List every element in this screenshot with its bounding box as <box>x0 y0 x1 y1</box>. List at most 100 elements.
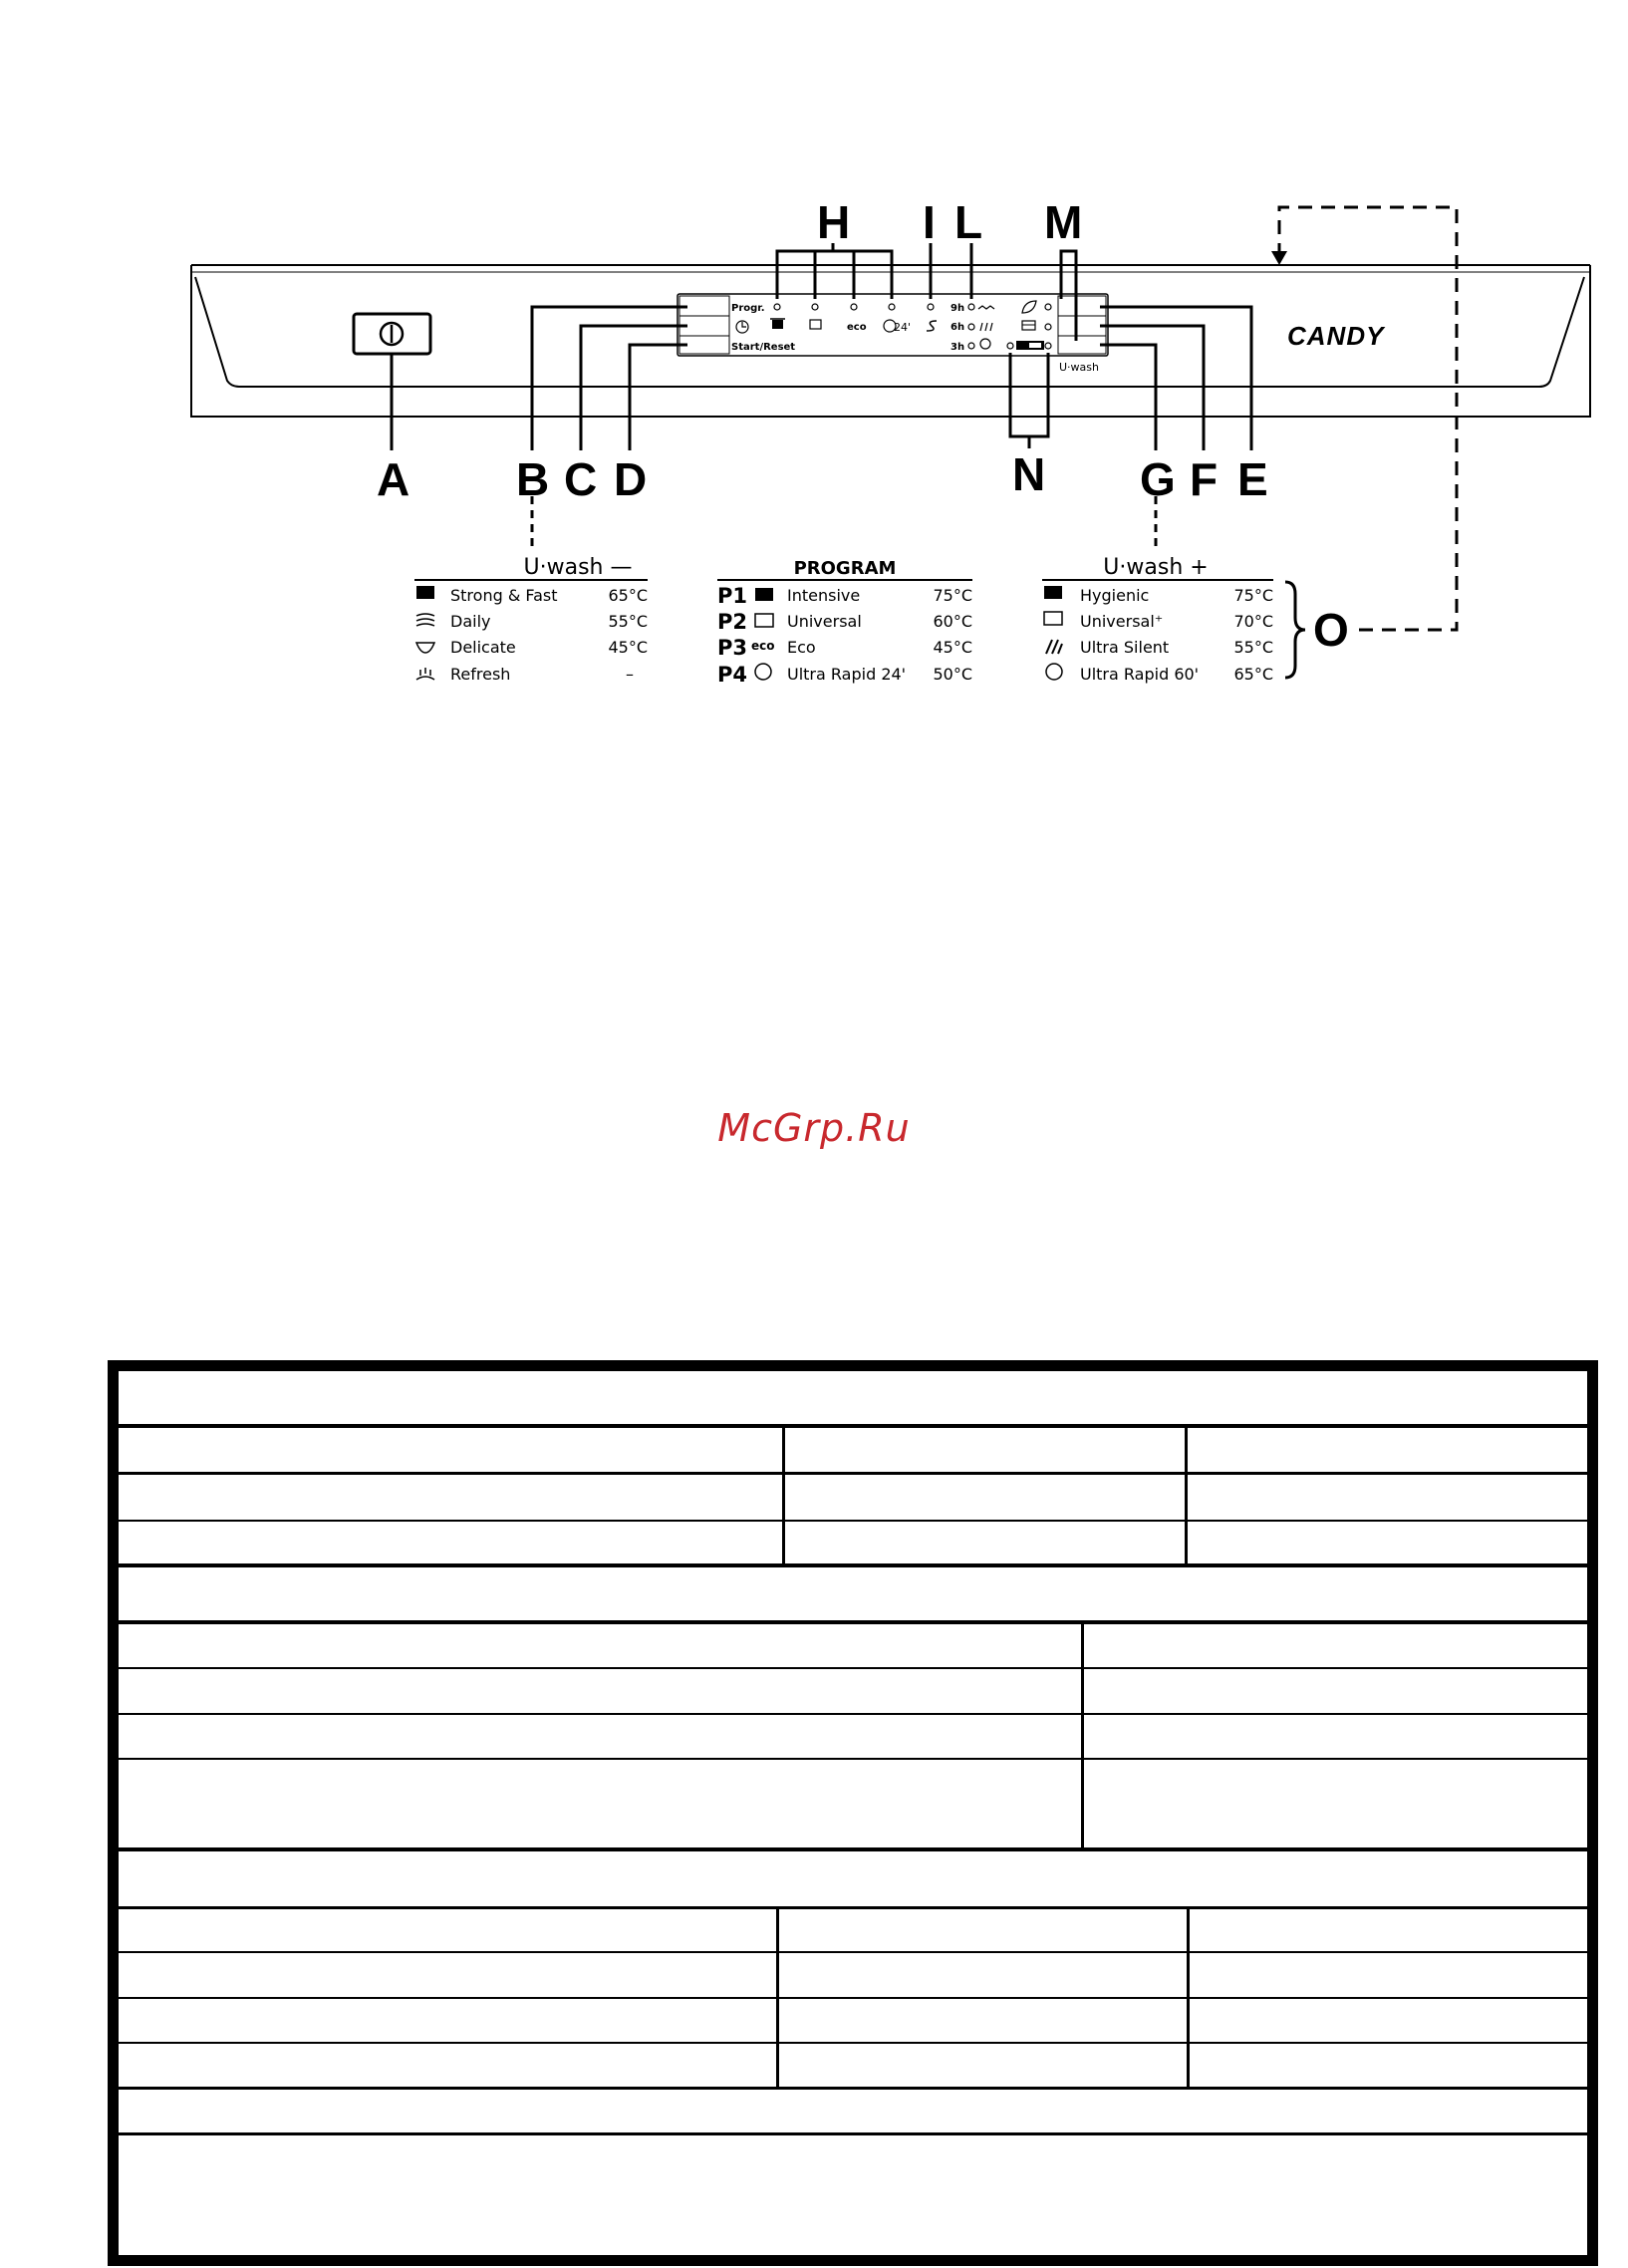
half-load-icon <box>1016 341 1044 350</box>
legend-row-name: Daily <box>450 612 490 631</box>
pan-icon <box>809 319 822 330</box>
grid-line <box>119 1906 1587 1909</box>
pot-icon <box>770 318 785 329</box>
hours-3h: 3h <box>950 342 964 353</box>
legend-row-temp: 70°C <box>1233 612 1273 631</box>
legend-row-temp: 55°C <box>608 612 648 631</box>
sanitize-icon <box>979 338 991 350</box>
legend-row-name: Ultra Rapid 60' <box>1080 665 1199 684</box>
callout-f: F <box>1190 453 1218 505</box>
grid-line <box>1081 1620 1084 1849</box>
delay-icon <box>735 320 749 334</box>
callout-a: A <box>377 453 409 505</box>
brand-logo: CANDY <box>1287 321 1386 351</box>
refresh-icon <box>415 668 435 681</box>
eco-icon: eco <box>847 322 867 333</box>
callout-d: D <box>614 453 647 505</box>
legend-row-temp: 45°C <box>608 638 648 657</box>
universal-plus-icon <box>1043 611 1063 626</box>
legend-row-temp: 45°C <box>933 638 972 657</box>
legend-row-name: Delicate <box>450 638 516 657</box>
power-icon <box>379 321 405 347</box>
uwash-label: U·wash <box>1059 361 1099 374</box>
svg-text:24': 24' <box>894 321 911 334</box>
ultra-rapid-24-icon <box>754 663 772 681</box>
grid-line <box>119 2132 1587 2135</box>
legend-uwash-minus: U·wash — Strong & Fast Daily Delicate Re… <box>414 555 648 684</box>
legend-row-temp: 60°C <box>933 612 972 631</box>
grid-line <box>119 1472 1587 1475</box>
power-button[interactable] <box>352 312 432 356</box>
grid-line <box>119 1951 1587 1953</box>
leaf-icon <box>1021 300 1037 314</box>
legend-row-temp: 50°C <box>933 665 972 684</box>
hygienic-icon <box>1044 586 1062 599</box>
legend-row-name: Eco <box>787 638 816 657</box>
grid-line <box>776 1906 779 2090</box>
callout-m: M <box>1044 196 1082 248</box>
legend-row-name: Universal⁺ <box>1080 612 1163 631</box>
legend-title: U·wash — <box>524 555 633 580</box>
grid-line <box>119 1847 1587 1851</box>
leader-lines <box>390 243 1253 450</box>
legend-uwash-plus: U·wash + Hygienic Universal⁺ Ultra Silen… <box>1042 555 1306 684</box>
grid-line <box>119 2042 1587 2044</box>
dashed-connector-o <box>1277 205 1459 632</box>
grid-line <box>119 1424 1587 1428</box>
rapid-icon: 24' <box>883 319 911 334</box>
dry-icon <box>979 322 993 332</box>
step-icon <box>977 305 995 310</box>
grid-line <box>1187 1906 1190 2090</box>
legend-row-name: Hygienic <box>1080 586 1149 605</box>
eco-icon: eco <box>751 639 775 653</box>
hours-6h: 6h <box>950 322 964 333</box>
grid-line <box>119 1758 1587 1760</box>
watermark: McGrp.Ru <box>717 1106 911 1150</box>
delicate-icon <box>414 642 436 654</box>
basket-icon <box>1021 320 1036 331</box>
grid-line <box>119 1620 1587 1624</box>
legend-row-temp: 65°C <box>1233 665 1273 684</box>
legend-row-name: Ultra Silent <box>1080 638 1169 657</box>
program-leds <box>773 303 1052 350</box>
legend-row-name: Intensive <box>787 586 860 605</box>
legend-row-temp: 75°C <box>1233 586 1273 605</box>
display-panel: Progr. Start/Reset U·wash eco 24' <box>677 293 1109 374</box>
legend-row-temp: 75°C <box>933 586 972 605</box>
ultra-silent-icon <box>1045 639 1063 655</box>
legend-row-code: P1 <box>717 584 747 608</box>
legend-row-name: Strong & Fast <box>450 586 558 605</box>
brace-icon <box>1284 580 1306 680</box>
legend-row-name: Ultra Rapid 24' <box>787 665 906 684</box>
grid-line <box>119 1667 1587 1669</box>
grid-line <box>119 1713 1587 1715</box>
callout-letters: A B C D E F G H I L M N O <box>377 196 1349 656</box>
callout-c: C <box>564 453 597 505</box>
legend-row-name: Universal <box>787 612 862 631</box>
callout-g: G <box>1140 453 1176 505</box>
callout-n: N <box>1012 448 1045 500</box>
legend-title: U·wash + <box>1103 555 1208 580</box>
intensive-icon <box>755 588 773 601</box>
callout-i: I <box>923 196 936 248</box>
legend-program: PROGRAM P1 P2 P3 P4 eco Intensive Univer… <box>717 558 972 687</box>
universal-icon <box>754 613 774 628</box>
legend-row-temp: 65°C <box>608 586 648 605</box>
legend-row-code: P4 <box>717 663 747 687</box>
grid-line <box>119 2087 1587 2090</box>
legend-row-name: Refresh <box>450 665 510 684</box>
callout-l: L <box>954 196 982 248</box>
progr-label: Progr. <box>731 303 765 314</box>
hours-9h: 9h <box>950 303 964 314</box>
callout-o: O <box>1313 604 1349 656</box>
legend-row-code: P3 <box>717 636 747 660</box>
grid-line <box>119 1520 1587 1522</box>
grid-line <box>119 1997 1587 1999</box>
empty-table-grid <box>108 1360 1598 2266</box>
ultra-rapid-60-icon <box>1045 663 1063 681</box>
legend-row-code: P2 <box>717 610 747 634</box>
grid-line <box>1185 1424 1188 1566</box>
grid-line <box>119 1563 1587 1567</box>
callout-h: H <box>817 196 850 248</box>
daily-icon <box>415 613 435 627</box>
